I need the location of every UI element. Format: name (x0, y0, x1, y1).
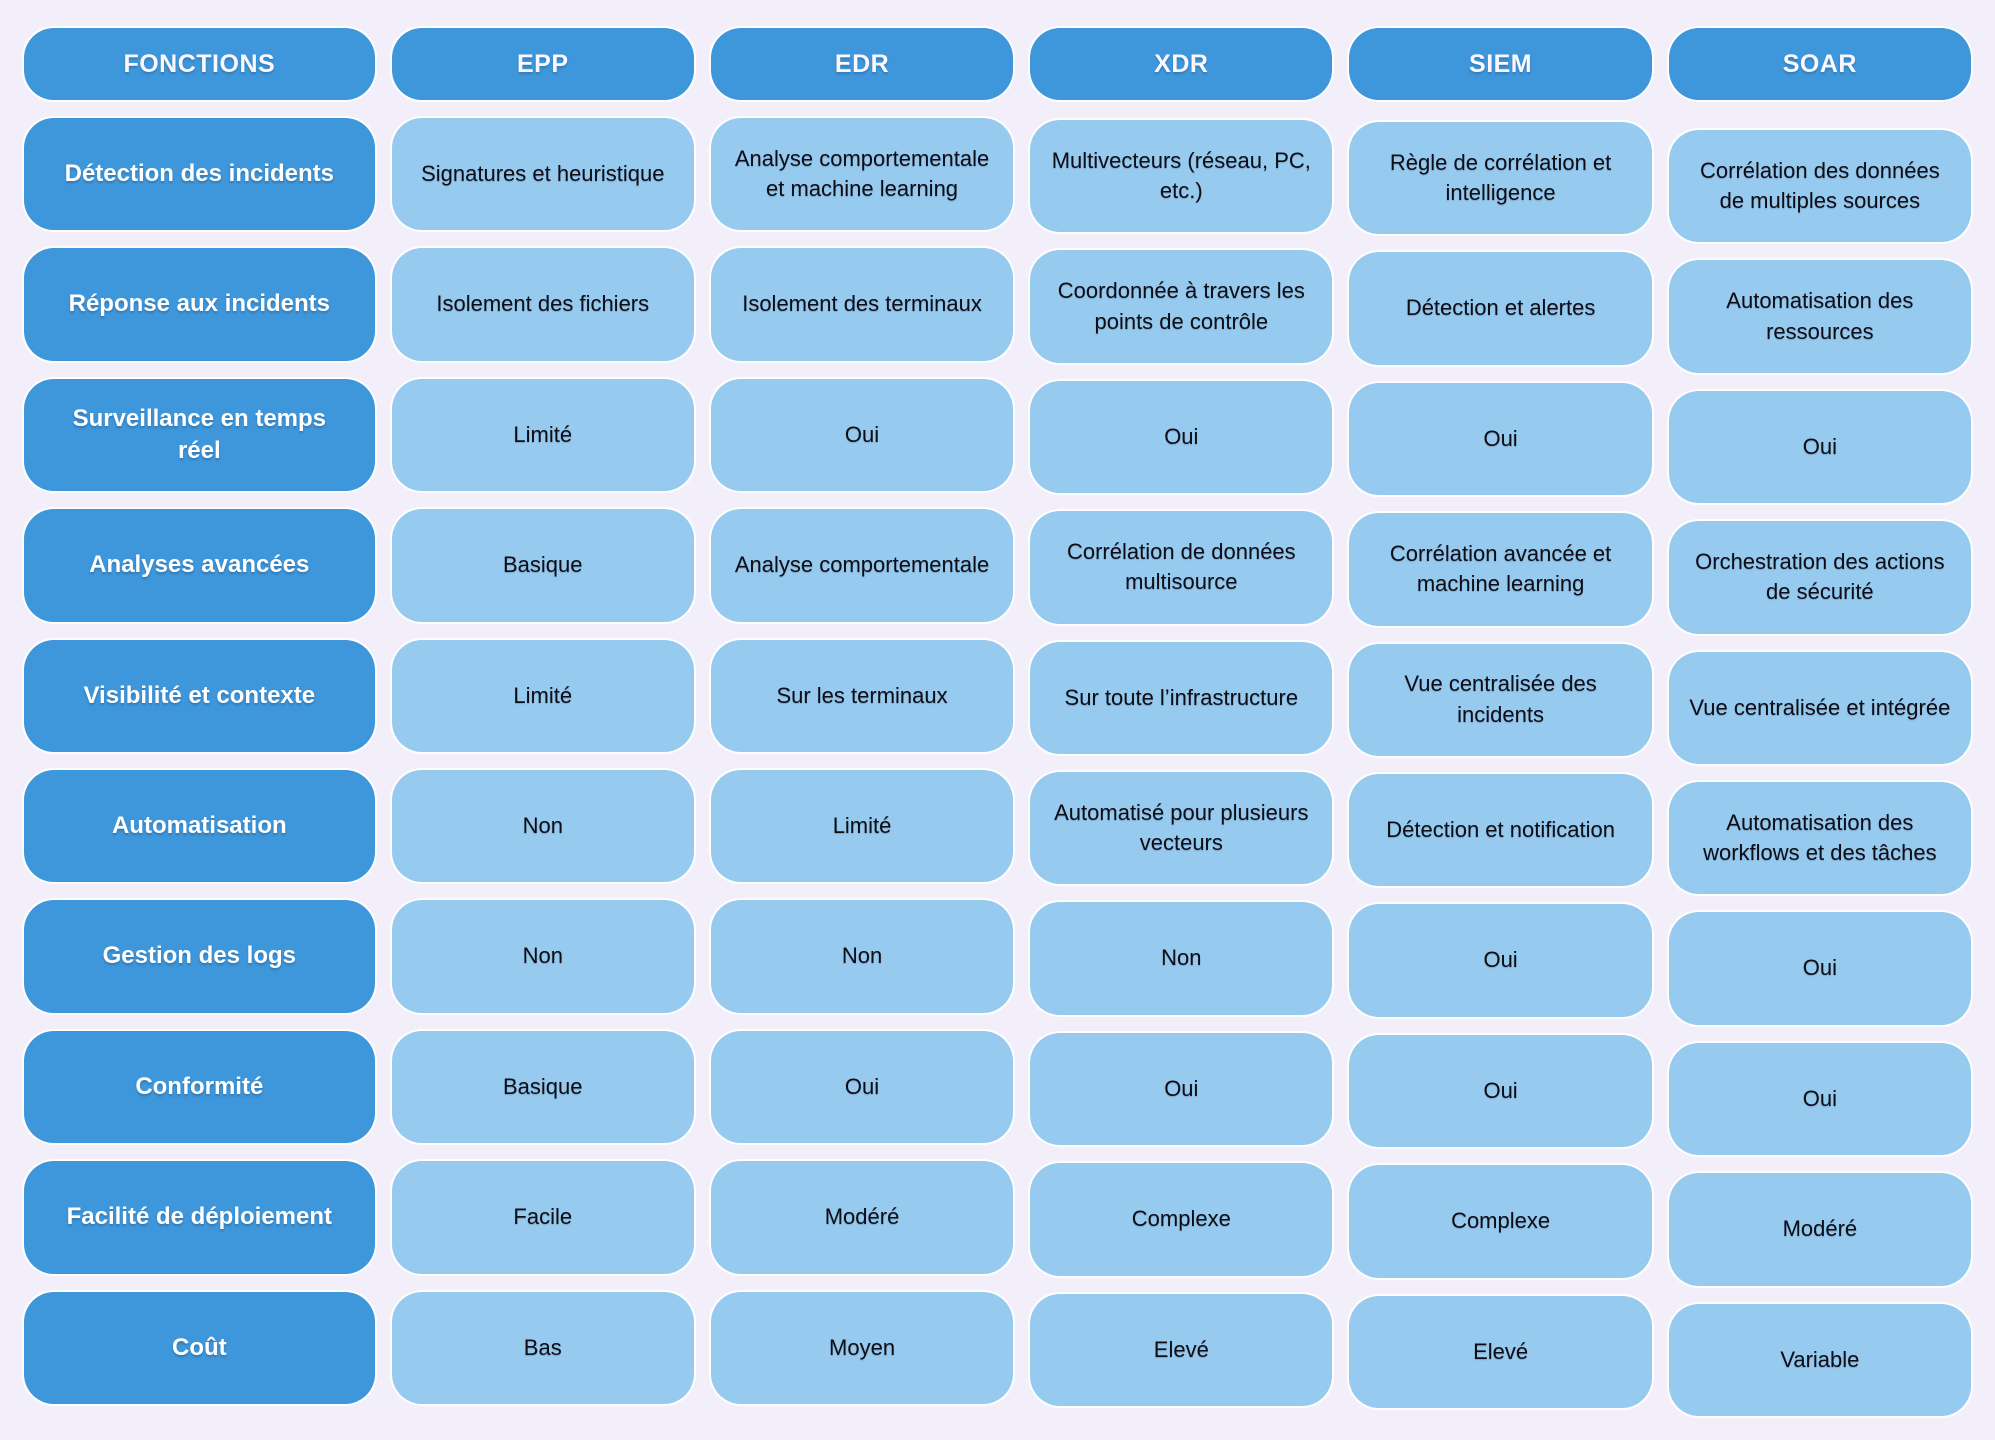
cell-edr-facilite-de-deploiement: Modéré (710, 1161, 1014, 1274)
cell-epp-automatisation: Non (391, 770, 694, 883)
cell-soar-automatisation: Automatisation des workflows et des tâch… (1668, 782, 1971, 895)
cell-epp-facilite-de-deploiement: Facile (391, 1161, 694, 1274)
cell-soar-analyses-avancees: Orchestration des actions de sécurité (1668, 521, 1971, 634)
row-label-visibilite-et-contexte: Visibilité et contexte (24, 639, 375, 753)
cell-epp-detection-des-incidents: Signatures et heuristique (391, 118, 694, 231)
cell-xdr-automatisation: Automatisé pour plusieurs vecteurs (1030, 772, 1333, 885)
row-label-gestion-des-logs: Gestion des logs (24, 900, 375, 1013)
cell-soar-detection-des-incidents: Corrélation des données de multiples sou… (1668, 130, 1971, 243)
column-siem: SIEM Règle de corrélation et intelligence… (1349, 28, 1652, 1409)
cell-edr-analyses-avancees: Analyse comportementale (710, 509, 1014, 622)
row-label-conformite: Conformité (24, 1030, 375, 1144)
cell-soar-conformite: Oui (1668, 1042, 1971, 1156)
cell-edr-conformite: Oui (710, 1030, 1014, 1144)
cell-soar-surveillance-en-temps-reel: Oui (1668, 390, 1971, 504)
row-label-reponse-aux-incidents: Réponse aux incidents (24, 248, 375, 361)
column-xdr: XDR Multivecteurs (réseau, PC, etc.) Coord… (1030, 28, 1333, 1407)
column-header-soar: SOAR (1668, 28, 1971, 100)
cell-edr-reponse-aux-incidents: Isolement des terminaux (710, 248, 1014, 361)
column-header-epp: EPP (391, 28, 694, 100)
cell-siem-gestion-des-logs: Oui (1349, 904, 1652, 1017)
column-header-siem: SIEM (1349, 28, 1652, 100)
row-label-analyses-avancees: Analyses avancées (24, 509, 375, 622)
cell-epp-reponse-aux-incidents: Isolement des fichiers (391, 248, 694, 361)
cell-epp-visibilite-et-contexte: Limité (391, 639, 694, 753)
cell-siem-reponse-aux-incidents: Détection et alertes (1349, 252, 1652, 365)
row-label-cout: Coût (24, 1291, 375, 1405)
cell-epp-surveillance-en-temps-reel: Limité (391, 378, 694, 492)
cell-soar-cout: Variable (1668, 1303, 1971, 1417)
cell-xdr-visibilite-et-contexte: Sur toute l’infrastructure (1030, 641, 1333, 755)
cell-soar-gestion-des-logs: Oui (1668, 912, 1971, 1025)
cell-siem-cout: Elevé (1349, 1295, 1652, 1409)
row-label-facilite-de-deploiement: Facilité de déploiement (24, 1161, 375, 1274)
row-label-surveillance-en-temps-reel: Surveillance en temps réel (24, 378, 375, 492)
cell-siem-automatisation: Détection et notification (1349, 774, 1652, 887)
cell-edr-visibilite-et-contexte: Sur les terminaux (710, 639, 1014, 753)
cell-siem-visibilite-et-contexte: Vue centralisée des incidents (1349, 643, 1652, 757)
column-soar: SOAR Corrélation des données de multiples… (1668, 28, 1971, 1417)
cell-edr-detection-des-incidents: Analyse comportementale et machine learn… (710, 118, 1014, 231)
cell-edr-surveillance-en-temps-reel: Oui (710, 378, 1014, 492)
column-header-xdr: XDR (1030, 28, 1333, 100)
cell-siem-surveillance-en-temps-reel: Oui (1349, 382, 1652, 496)
cell-xdr-detection-des-incidents: Multivecteurs (réseau, PC, etc.) (1030, 120, 1333, 233)
cell-xdr-facilite-de-deploiement: Complexe (1030, 1163, 1333, 1276)
row-label-detection-des-incidents: Détection des incidents (24, 118, 375, 231)
cell-siem-facilite-de-deploiement: Complexe (1349, 1165, 1652, 1278)
cell-xdr-surveillance-en-temps-reel: Oui (1030, 380, 1333, 494)
cell-xdr-conformite: Oui (1030, 1032, 1333, 1146)
cell-siem-detection-des-incidents: Règle de corrélation et intelligence (1349, 122, 1652, 235)
cell-xdr-cout: Elevé (1030, 1293, 1333, 1407)
cell-siem-analyses-avancees: Corrélation avancée et machine learning (1349, 513, 1652, 626)
cell-edr-automatisation: Limité (710, 770, 1014, 883)
cell-soar-visibilite-et-contexte: Vue centralisée et intégrée (1668, 651, 1971, 765)
cell-siem-conformite: Oui (1349, 1034, 1652, 1148)
cell-edr-gestion-des-logs: Non (710, 900, 1014, 1013)
cell-edr-cout: Moyen (710, 1291, 1014, 1405)
cell-xdr-analyses-avancees: Corrélation de données multisource (1030, 511, 1333, 624)
cell-xdr-gestion-des-logs: Non (1030, 902, 1333, 1015)
column-header-edr: EDR (710, 28, 1014, 100)
cell-epp-analyses-avancees: Basique (391, 509, 694, 622)
column-edr: EDR Analyse comportementale et machine le… (710, 28, 1014, 1405)
row-label-automatisation: Automatisation (24, 770, 375, 883)
cell-epp-cout: Bas (391, 1291, 694, 1405)
cell-xdr-reponse-aux-incidents: Coordonnée à travers les points de contr… (1030, 250, 1333, 363)
cell-epp-conformite: Basique (391, 1030, 694, 1144)
cell-soar-reponse-aux-incidents: Automatisation des ressources (1668, 260, 1971, 373)
cell-epp-gestion-des-logs: Non (391, 900, 694, 1013)
column-header-fonctions: FONCTIONS (24, 28, 375, 100)
cell-soar-facilite-de-deploiement: Modéré (1668, 1173, 1971, 1286)
